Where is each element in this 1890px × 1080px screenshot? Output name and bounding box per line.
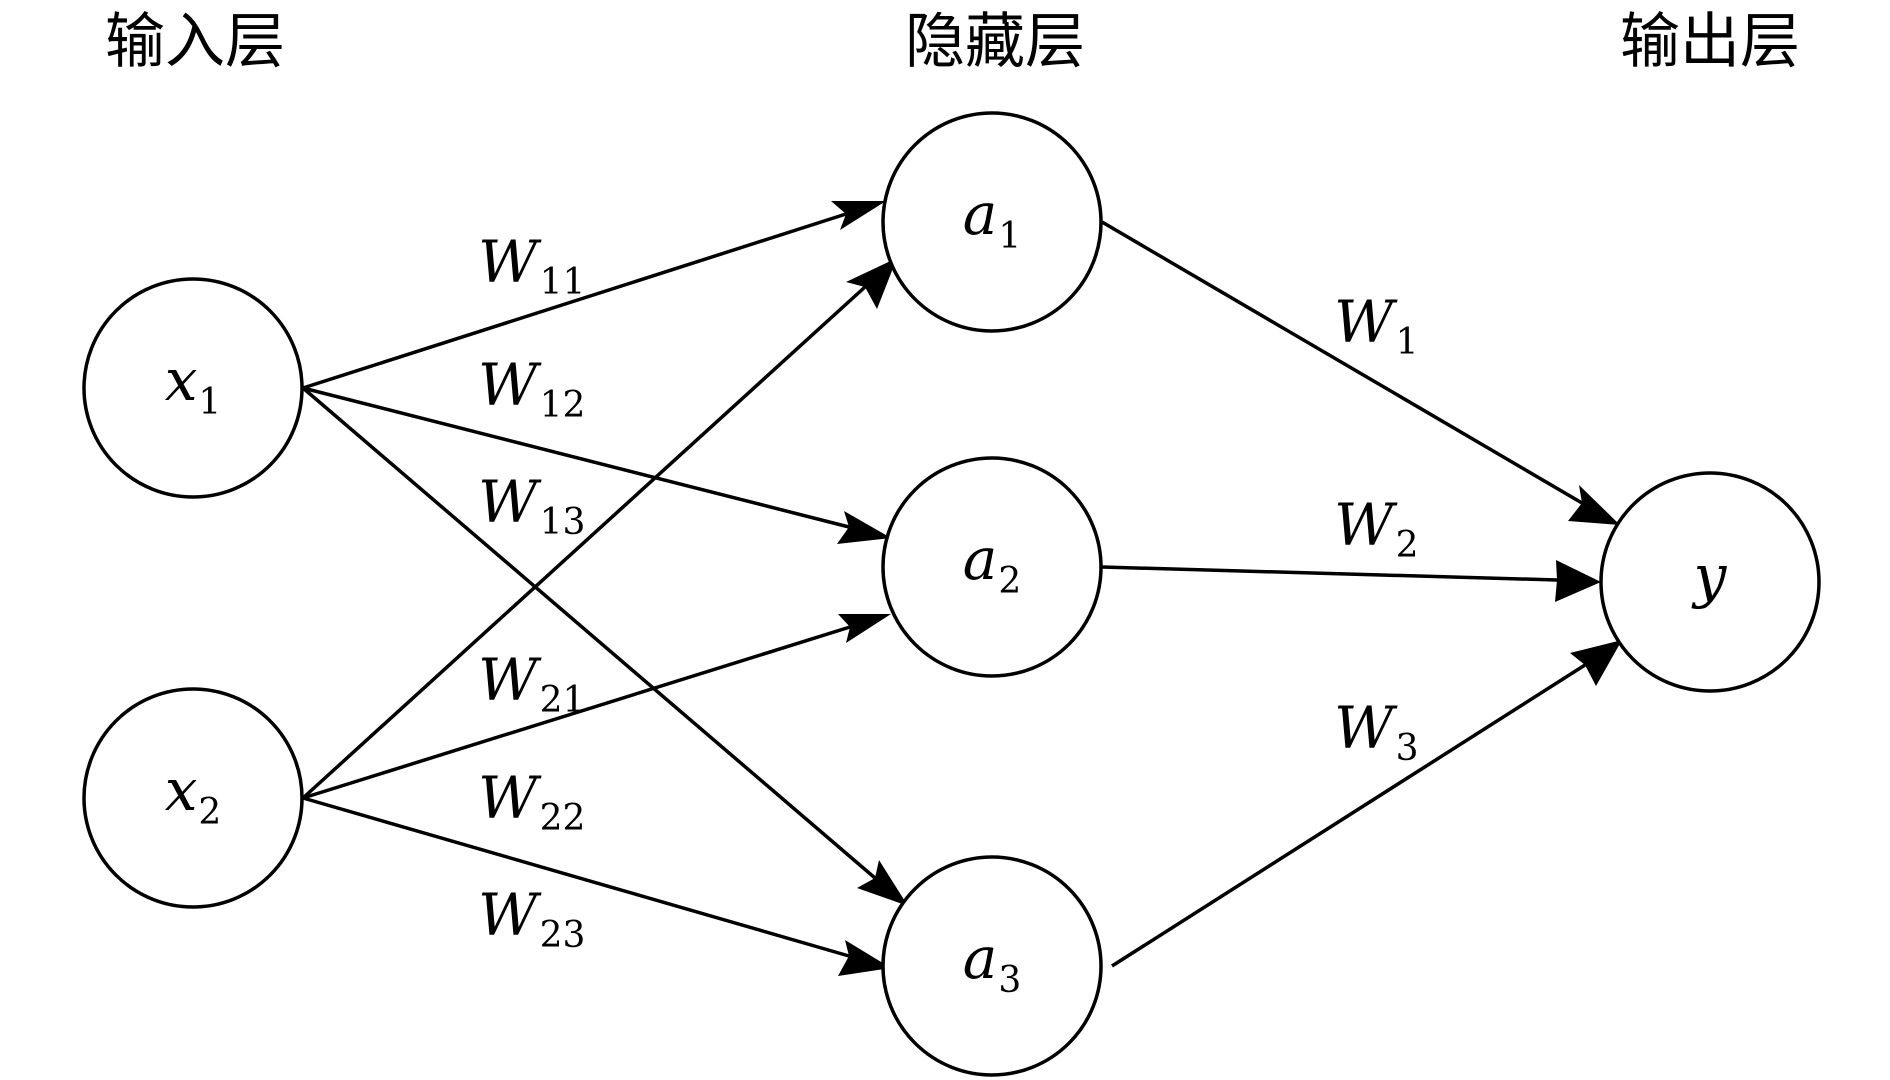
weight-label-w3: W3 bbox=[1334, 694, 1419, 769]
node-circle bbox=[82, 687, 304, 909]
node-circle bbox=[881, 855, 1103, 1077]
weight-label-w23: W23 bbox=[478, 881, 585, 956]
weight-label-w13: W13 bbox=[478, 468, 585, 543]
arrowhead bbox=[838, 940, 891, 976]
edge-a1-y bbox=[1101, 220, 1620, 525]
weight-label-w11: W11 bbox=[478, 228, 585, 303]
arrowhead bbox=[1570, 640, 1622, 686]
node-y: y bbox=[1599, 471, 1821, 693]
edge-x2-a1 bbox=[301, 258, 897, 800]
edge-x2-a2 bbox=[302, 614, 891, 800]
node-label: a2 bbox=[963, 525, 1022, 602]
arrowhead bbox=[838, 614, 891, 643]
arrowhead bbox=[857, 860, 908, 906]
node-label: a1 bbox=[963, 180, 1022, 257]
node-circle bbox=[881, 456, 1103, 678]
node-x1: x1 bbox=[82, 277, 304, 499]
node-a2: a2 bbox=[881, 456, 1103, 678]
edge-x2-a3 bbox=[302, 796, 891, 976]
node-x2: x2 bbox=[82, 687, 304, 909]
node-circle bbox=[82, 277, 304, 499]
weight-label-w21: W21 bbox=[478, 646, 585, 721]
input-layer-title: 输入层 bbox=[105, 7, 285, 77]
weight-label-w2: W2 bbox=[1334, 491, 1419, 566]
weight-labels: W11 W12 W13 W21 W22 W23 W1 W2 W3 bbox=[478, 228, 1419, 956]
edge-a2-y bbox=[1101, 560, 1601, 602]
arrowhead bbox=[831, 201, 886, 230]
node-label: x2 bbox=[165, 756, 222, 833]
node-circle bbox=[881, 111, 1103, 333]
edge-x1-a1 bbox=[302, 201, 886, 390]
arrowhead bbox=[846, 258, 897, 309]
node-label: x1 bbox=[165, 346, 222, 423]
node-label: y bbox=[1691, 542, 1728, 610]
node-circle bbox=[1599, 471, 1821, 693]
weight-label-w12: W12 bbox=[478, 351, 585, 426]
edges bbox=[301, 201, 1622, 976]
edge-x1-a2 bbox=[302, 386, 891, 544]
arrowhead bbox=[1555, 560, 1601, 602]
hidden-layer-title: 隐藏层 bbox=[905, 7, 1085, 77]
weight-label-w1: W1 bbox=[1334, 288, 1419, 363]
output-layer-title: 输出层 bbox=[1620, 7, 1800, 77]
arrowhead bbox=[1568, 485, 1620, 525]
edge-x1-a3 bbox=[301, 386, 908, 906]
node-label: a3 bbox=[963, 924, 1022, 1001]
arrowhead bbox=[837, 511, 891, 544]
node-a3: a3 bbox=[881, 855, 1103, 1077]
node-a1: a1 bbox=[881, 111, 1103, 333]
edge-a3-y bbox=[1111, 640, 1622, 968]
weight-label-w22: W22 bbox=[478, 764, 585, 839]
